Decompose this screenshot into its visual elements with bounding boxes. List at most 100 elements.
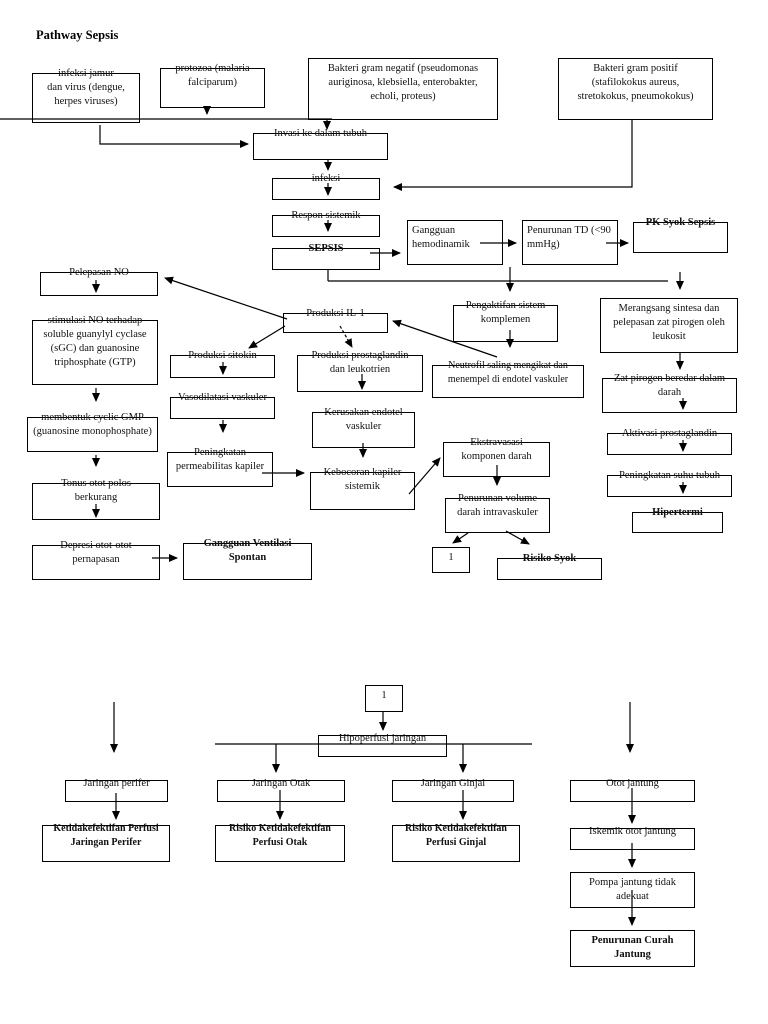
node-label: 1	[448, 552, 454, 563]
node-sepsis: SEPSIS	[272, 243, 380, 270]
node-label: Bakteri gram negatif (pseudomonas aurigi…	[327, 63, 479, 102]
node-label: Produksi sitokin	[188, 350, 257, 361]
node-ekstravasasi: Ekstravasasi komponen darah	[443, 437, 550, 477]
node-label: Merangsang sintesa dan pelepasan zat pir…	[613, 303, 725, 342]
node-otot-jantung: Otot jantung	[570, 778, 695, 802]
node-kerusakan-endotel: Kerusakan endotel vaskuler	[312, 407, 415, 448]
node-aktivasi-prostaglandin: Aktivasi prostaglandin	[607, 428, 732, 455]
node-label: stimulasi NO terhadap soluble guanylyl c…	[43, 315, 147, 368]
node-membentuk-cyclic-gmp: membentuk cyclic GMP (guanosine monophos…	[27, 412, 158, 452]
node-label: Penurunan TD (<90 mmHg)	[527, 225, 611, 250]
node-merangsang-sintesa: Merangsang sintesa dan pelepasan zat pir…	[600, 298, 738, 353]
arrow-il1-pelepasan	[164, 276, 288, 320]
node-peningkatan-suhu: Peningkatan suhu tubuh	[607, 470, 732, 497]
node-label: Ekstravasasi komponen darah	[461, 437, 532, 462]
node-label: Risiko Ketidakefektifan Perfusi Otak	[229, 823, 331, 848]
node-jaringan-perifer: Jaringan perifer	[65, 778, 168, 802]
node-label: Neutrofil saling mengikat dan menempel d…	[447, 360, 569, 385]
node-bakteri-gram-negatif: Bakteri gram negatif (pseudomonas aurigi…	[308, 58, 498, 120]
node-label: Invasi ke dalam tubuh	[273, 128, 368, 139]
node-hipoperfusi-jaringan: Hipoperfusi jaringan	[318, 733, 447, 757]
node-label: Tonus otot polos berkurang	[61, 478, 131, 503]
node-risiko-syok: Risiko Syok	[497, 553, 602, 580]
node-label: Pompa jantung tidak adekuat	[589, 877, 676, 902]
node-label: Kebocoran kapiler sistemik	[323, 467, 402, 492]
node-label: Iskemik otot jantung	[589, 826, 676, 837]
node-label: 1	[381, 690, 387, 701]
node-penurunan-curah-jantung: Penurunan Curah Jantung	[570, 930, 695, 967]
node-label: Otot jantung	[606, 778, 659, 789]
node-label: Penurunan Curah Jantung	[591, 935, 674, 960]
node-invasi-ke-dalam-tubuh: Invasi ke dalam tubuh	[253, 128, 388, 160]
node-label: infeksi jamur dan virus (dengue, herpes …	[47, 68, 125, 107]
node-produksi-prostaglandin: Produksi prostaglandin dan leukotrien	[297, 350, 423, 392]
node-risiko-perfusi-ginjal: Risiko Ketidakefektifan Perfusi Ginjal	[392, 823, 520, 862]
node-label: infeksi	[311, 173, 341, 184]
node-label: Gangguan hemodinamik	[412, 225, 470, 250]
node-label: Aktivasi prostaglandin	[621, 428, 718, 439]
node-label: Pelepasan NO	[69, 267, 129, 278]
node-kebocoran-kapiler: Kebocoran kapiler sistemik	[310, 467, 415, 510]
node-jaringan-otak: Jaringan Otak	[217, 778, 345, 802]
node-respon-sistemik: Respon sistemik	[272, 210, 380, 237]
node-label: Vasodilatasi vaskuler	[178, 392, 267, 403]
node-risiko-perfusi-otak: Risiko Ketidakefektifan Perfusi Otak	[215, 823, 345, 862]
node-label: Pengaktifan sistem komplemen	[465, 300, 546, 325]
node-zat-pirogen: Zat pirogen beredar dalam darah	[602, 373, 737, 413]
arrow-jamur-to-invasi	[99, 125, 249, 148]
node-connector-1-source: 1	[432, 547, 470, 573]
node-label: Risiko Syok	[522, 553, 577, 564]
node-label: Penurunan volume darah intravaskuler	[457, 493, 538, 518]
node-label: Jaringan perifer	[83, 778, 150, 789]
node-depresi-otot: Depresi otot-otot pernapasan	[32, 540, 160, 580]
node-label: Kerusakan endotel vaskuler	[324, 407, 403, 432]
node-pengaktifan-komplemen: Pengaktifan sistem komplemen	[453, 300, 558, 342]
node-penurunan-volume: Penurunan volume darah intravaskuler	[445, 493, 550, 533]
node-pk-syok-sepsis: PK Syok Sepsis	[633, 217, 728, 253]
node-peningkatan-permeabilitas: Peningkatan permeabilitas kapiler	[167, 447, 273, 487]
node-iskemik-otot-jantung: Iskemik otot jantung	[570, 826, 695, 850]
node-protozoa: protozoa (malaria falciparum)	[160, 63, 265, 108]
node-label: Produksi IL-1	[306, 308, 365, 319]
node-gangguan-ventilasi-spontan: Gangguan Ventilasi Spontan	[183, 538, 312, 580]
arrow-grampos-to-invasi	[393, 120, 633, 191]
node-connector-1-target: 1	[365, 685, 403, 712]
node-label: SEPSIS	[308, 243, 344, 254]
node-produksi-sitokin: Produksi sitokin	[170, 350, 275, 378]
node-produksi-il1: Produksi IL-1	[283, 308, 388, 333]
node-label: Ketidakefektifan Perfusi Jaringan Perife…	[53, 823, 159, 848]
node-label: Jaringan Otak	[251, 778, 311, 789]
node-label: Peningkatan suhu tubuh	[619, 470, 720, 481]
node-label: Zat pirogen beredar dalam darah	[613, 373, 726, 398]
node-jaringan-ginjal: Jaringan Ginjal	[392, 778, 514, 802]
node-label: Depresi otot-otot pernapasan	[60, 540, 132, 565]
node-label: membentuk cyclic GMP (guanosine monophos…	[33, 412, 152, 437]
node-label: protozoa (malaria falciparum)	[175, 63, 250, 88]
diagram-title: Pathway Sepsis	[36, 28, 119, 42]
node-infeksi: infeksi	[272, 173, 380, 200]
node-pompa-jantung: Pompa jantung tidak adekuat	[570, 872, 695, 908]
node-vasodilatasi-vaskuler: Vasodilatasi vaskuler	[170, 392, 275, 419]
arrow-penvol-ref1	[452, 532, 469, 544]
node-gangguan-hemodinamik: Gangguan hemodinamik	[407, 220, 503, 265]
node-hipertermi: Hipertermi	[632, 507, 723, 533]
arrow-il1-sitokin	[248, 325, 286, 349]
node-label: Produksi prostaglandin dan leukotrien	[311, 350, 409, 375]
node-label: PK Syok Sepsis	[645, 217, 716, 228]
node-stimulasi-no: stimulasi NO terhadap soluble guanylyl c…	[32, 315, 158, 385]
node-label: Hipoperfusi jaringan	[338, 733, 427, 744]
node-label: Gangguan Ventilasi Spontan	[203, 538, 292, 563]
node-tonus-otot-polos: Tonus otot polos berkurang	[32, 478, 160, 520]
node-label: Hipertermi	[652, 507, 703, 518]
node-penurunan-td: Penurunan TD (<90 mmHg)	[522, 220, 618, 265]
node-infeksi-jamur: infeksi jamur dan virus (dengue, herpes …	[32, 68, 140, 123]
node-label: Respon sistemik	[291, 210, 361, 221]
node-label: Peningkatan permeabilitas kapiler	[175, 447, 265, 472]
node-label: Bakteri gram positif (stafilokokus aureu…	[577, 63, 694, 102]
node-neutrofil: Neutrofil saling mengikat dan menempel d…	[432, 360, 584, 398]
node-label: Risiko Ketidakefektifan Perfusi Ginjal	[405, 823, 507, 848]
node-label: Jaringan Ginjal	[420, 778, 486, 789]
node-ketidakefektifan-perfusi-perifer: Ketidakefektifan Perfusi Jaringan Perife…	[42, 823, 170, 862]
node-pelepasan-no: Pelepasan NO	[40, 267, 158, 296]
